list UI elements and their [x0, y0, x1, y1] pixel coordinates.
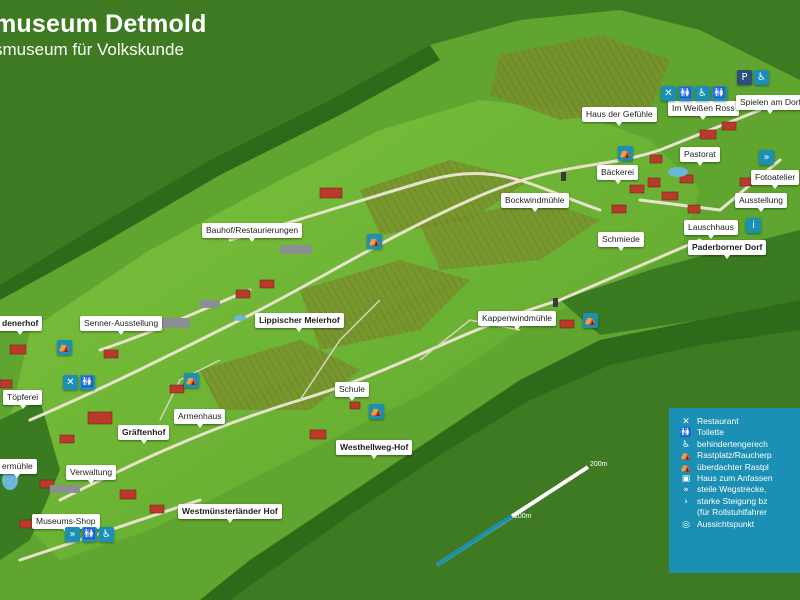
- label-paderborner-dorf[interactable]: Paderborner Dorf: [688, 240, 767, 259]
- legend-list: ✕ Restaurant 🚻 Toilette ♿ behindertengerech ⛺ R…: [669, 408, 800, 530]
- toilet-icon[interactable]: 🚻: [80, 375, 95, 390]
- label-im-weissen-ross[interactable]: Im Weißen Ross: [668, 101, 739, 120]
- map-legend: ✕ Restaurant 🚻 Toilette ♿ behindertengerech ⛺ R…: [669, 408, 800, 573]
- label-schule[interactable]: Schule: [335, 382, 369, 401]
- wheelchair-icon[interactable]: ♿: [99, 527, 114, 542]
- label-fotoatelier[interactable]: Fotoatelier: [751, 170, 800, 189]
- legend-label: überdachter Rastpl: [697, 461, 769, 472]
- label-westmuensterlaender-hof[interactable]: Westmünsterländer Hof: [178, 504, 282, 523]
- legend-symbol-icon: ▣: [681, 473, 691, 484]
- title-main: museum Detmold: [0, 10, 207, 38]
- restaurant-icon[interactable]: ✕: [63, 375, 78, 390]
- toilet-icon[interactable]: 🚻: [712, 86, 727, 101]
- legend-symbol-icon: ⛺: [680, 451, 692, 462]
- wheelchair-icon[interactable]: ♿: [754, 70, 769, 85]
- legend-symbol-icon: ⛺: [680, 462, 692, 473]
- steep-path-icon[interactable]: »: [65, 527, 80, 542]
- legend-label: steile Wegstrecke,: [697, 484, 767, 495]
- label-bockwindmuehle[interactable]: Bockwindmühle: [501, 193, 569, 212]
- legend-item: ▣ Haus zum Anfassen: [675, 473, 800, 484]
- legend-label: Rastplatz/Raucherp: [697, 450, 772, 461]
- label-graeftenhof[interactable]: Gräftenhof: [118, 425, 170, 444]
- label-ermuehle[interactable]: ermühle: [0, 459, 37, 478]
- legend-label: behindertengerech: [697, 438, 768, 449]
- toilet-icon[interactable]: 🚻: [82, 527, 97, 542]
- legend-item: ⛺ überdachter Rastpl: [675, 462, 800, 473]
- map-title: museum Detmold smuseum für Volkskunde: [0, 10, 207, 60]
- legend-symbol-icon: ♿: [681, 439, 691, 450]
- wheelchair-icon[interactable]: ♿: [695, 86, 710, 101]
- steep-path-icon[interactable]: »: [759, 150, 774, 165]
- label-ausstellung[interactable]: Ausstellung: [735, 193, 787, 212]
- label-bauhof[interactable]: Bauhof/Restaurierungen: [202, 223, 303, 242]
- rest-area-icon[interactable]: ⛺: [618, 146, 633, 161]
- rest-area-icon[interactable]: ⛺: [583, 313, 598, 328]
- info-icon[interactable]: i: [746, 218, 761, 233]
- scale-label-200: 200m: [590, 461, 608, 468]
- label-westhellweg-hof[interactable]: Westhellweg-Hof: [336, 440, 413, 459]
- legend-item: ✕ Restaurant: [675, 416, 800, 427]
- legend-label: Restaurant: [697, 416, 739, 426]
- rest-area-icon[interactable]: ⛺: [369, 404, 384, 419]
- legend-item: (für Rollstuhlfahrer: [675, 507, 800, 518]
- legend-item: » steile Wegstrecke,: [675, 484, 800, 495]
- legend-symbol-icon: ✕: [682, 417, 690, 427]
- label-lauschhaus[interactable]: Lauschhaus: [684, 220, 738, 239]
- rest-area-icon[interactable]: ⛺: [57, 340, 72, 355]
- parking-icon[interactable]: P: [737, 70, 752, 85]
- legend-item: ♿ behindertengerech: [675, 439, 800, 450]
- restaurant-icon[interactable]: ✕: [661, 86, 676, 101]
- toilet-icon[interactable]: 🚻: [678, 86, 693, 101]
- legend-symbol-icon: ›: [684, 496, 688, 507]
- legend-label: Toilette: [697, 427, 724, 438]
- label-senner-ausstellung[interactable]: Senner-Ausstellung: [80, 316, 163, 335]
- legend-symbol-icon: 🚻: [680, 428, 692, 439]
- title-sub: smuseum für Volkskunde: [0, 40, 184, 59]
- legend-label: Aussichtspunkt: [697, 518, 755, 529]
- label-schmiede[interactable]: Schmiede: [598, 232, 644, 251]
- label-baeckerei[interactable]: Bäckerei: [597, 165, 639, 184]
- rest-area-icon[interactable]: ⛺: [367, 234, 382, 249]
- label-denerhof[interactable]: denerhof: [0, 316, 43, 335]
- legend-item: › starke Steigung bz: [675, 496, 800, 507]
- legend-label: Haus zum Anfassen: [697, 472, 773, 483]
- legend-item: 🚻 Toilette: [675, 427, 800, 438]
- legend-item: ◎ Aussichtspunkt: [675, 519, 800, 530]
- label-spielen-am-dorf[interactable]: Spielen am Dorf: [736, 95, 800, 114]
- label-pastorat[interactable]: Pastorat: [680, 147, 720, 166]
- legend-label: starke Steigung bz: [697, 495, 768, 506]
- label-kappenwindmuehle[interactable]: Kappenwindmühle: [478, 311, 556, 330]
- label-lippischer-meierhof[interactable]: Lippischer Meierhof: [255, 313, 344, 332]
- label-haus-der-gefuehle[interactable]: Haus der Gefühle: [582, 107, 657, 126]
- legend-symbol-icon: ◎: [682, 519, 690, 530]
- legend-label: (für Rollstuhlfahrer: [697, 507, 767, 518]
- rest-area-icon[interactable]: ⛺: [184, 373, 199, 388]
- label-verwaltung[interactable]: Verwaltung: [66, 465, 117, 484]
- legend-symbol-icon: »: [683, 485, 689, 496]
- label-toepferei[interactable]: Töpferei: [3, 390, 43, 409]
- label-armenhaus[interactable]: Armenhaus: [174, 409, 226, 428]
- legend-item: ⛺ Rastplatz/Raucherp: [675, 450, 800, 461]
- scale-label-100: 100m: [514, 513, 532, 520]
